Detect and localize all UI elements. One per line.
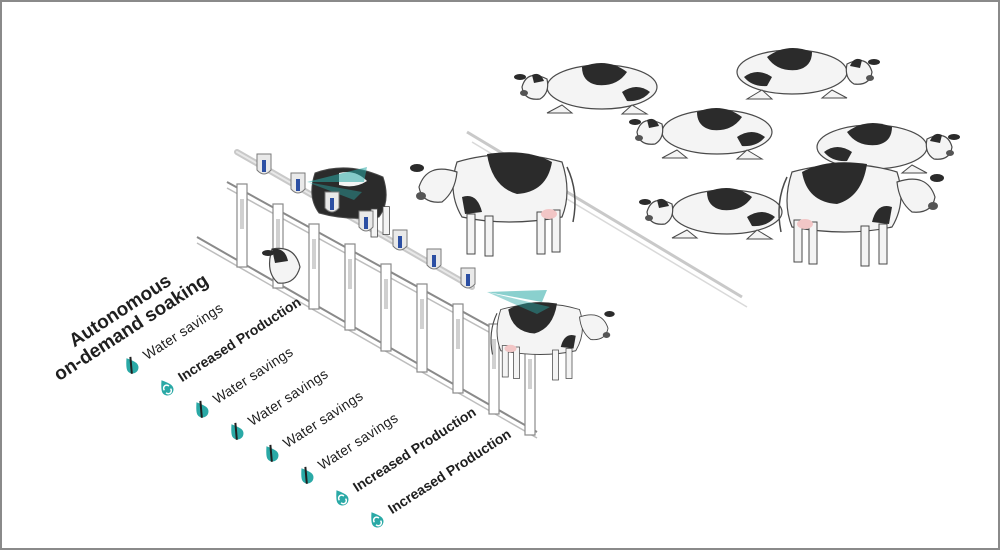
spray-nozzle	[290, 172, 306, 194]
stanchion-post	[524, 343, 536, 436]
stanchion-slot	[456, 319, 460, 349]
stanchion-slot	[348, 259, 352, 289]
stanchion-slot	[492, 339, 496, 369]
stanchion-slot	[528, 359, 532, 389]
spray-nozzle	[426, 248, 442, 270]
stanchion-slot	[384, 279, 388, 309]
spray-nozzle	[358, 210, 374, 232]
spray-fan	[307, 167, 367, 200]
stanchion-slot	[276, 219, 280, 249]
stanchion-slot	[312, 239, 316, 269]
feeding-cow-head	[262, 247, 301, 284]
spray-nozzle	[256, 153, 272, 175]
lying-cow	[736, 47, 881, 100]
standing-cow	[409, 151, 576, 257]
spray-fan	[487, 290, 550, 314]
feeding-cow	[490, 301, 616, 381]
stanchion-slot	[420, 299, 424, 329]
lying-cow	[638, 187, 783, 240]
lying-cow	[628, 107, 773, 160]
spray-nozzle	[392, 229, 408, 251]
stanchion-slot	[240, 199, 244, 229]
feed-barrier	[196, 149, 538, 439]
lying-cow	[513, 62, 658, 115]
spray-nozzle	[324, 191, 340, 213]
spray-nozzle	[460, 267, 476, 289]
standing-cow	[778, 161, 945, 267]
